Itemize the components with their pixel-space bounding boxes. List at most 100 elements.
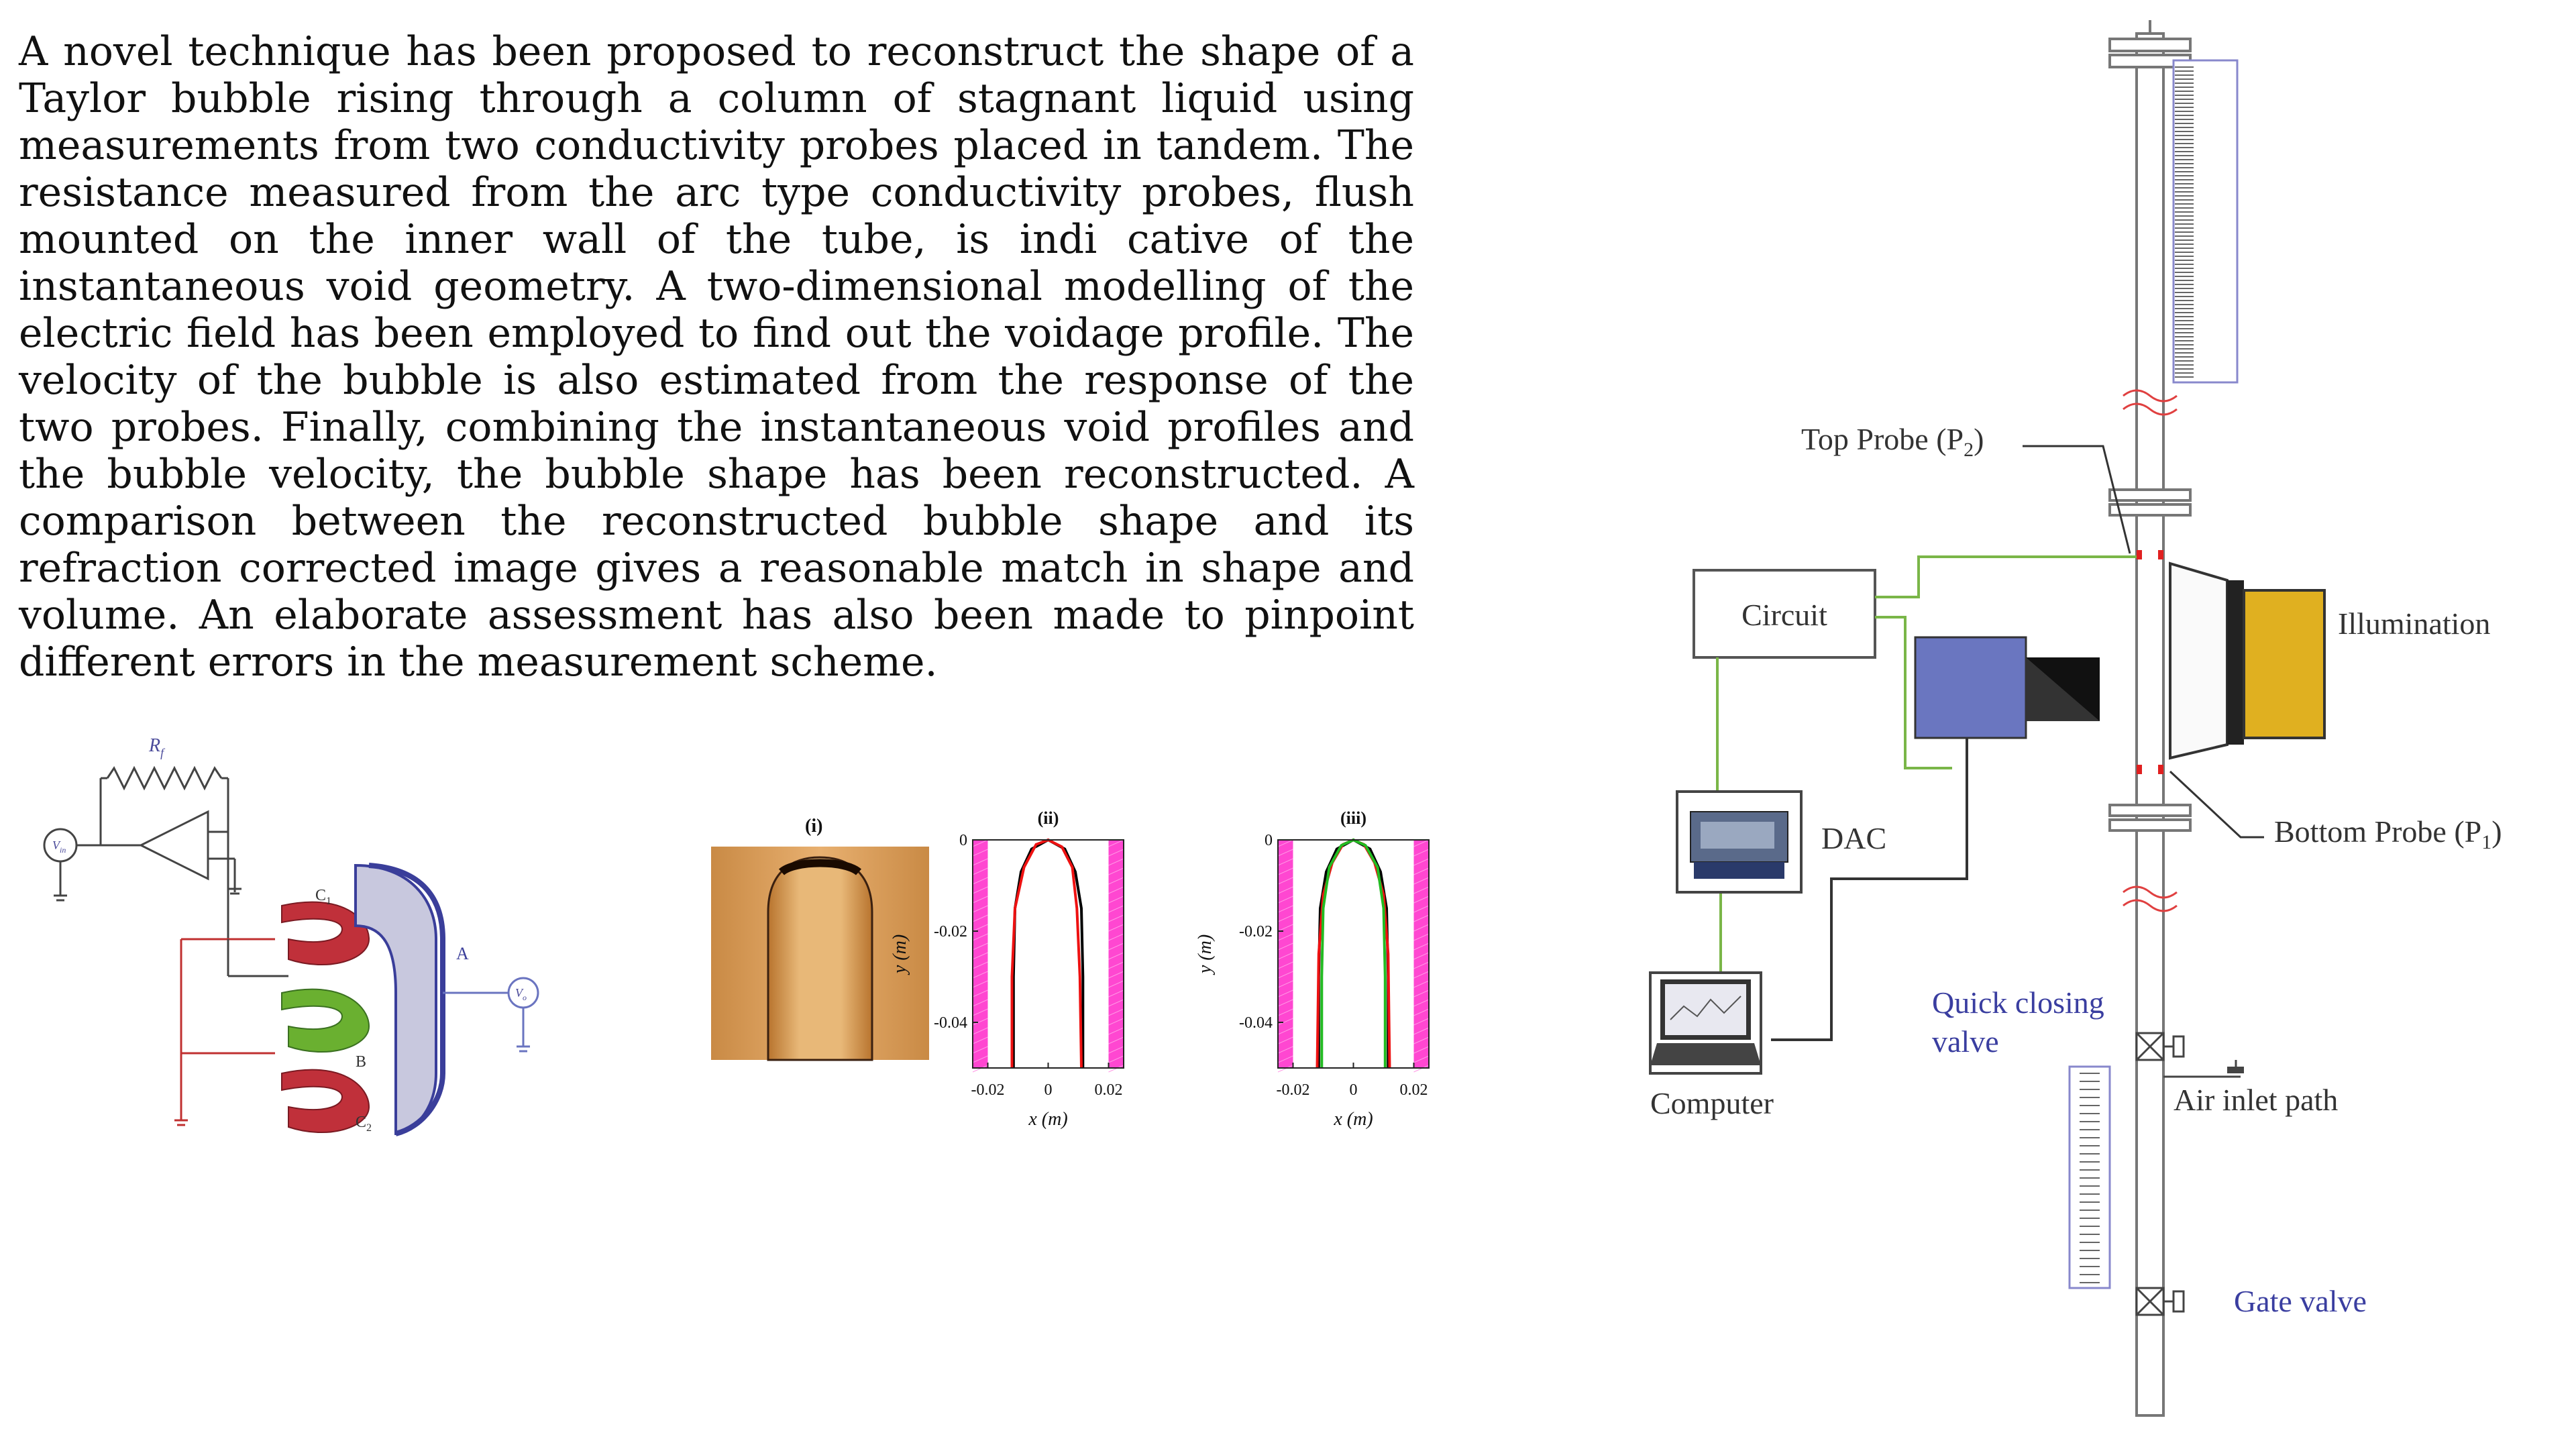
feedback-resistor (106, 765, 223, 791)
wall-hatch (1108, 971, 1124, 979)
wall-hatch (1277, 896, 1293, 904)
x-tick-label: 0.02 (1095, 1081, 1123, 1099)
wall-hatch (1108, 867, 1124, 875)
rf-label: Rf (148, 735, 166, 759)
dac-label: DAC (1821, 821, 1886, 855)
wall-hatch (1413, 896, 1430, 904)
wall-hatch (1277, 858, 1293, 866)
quick-valve-label-line1: Quick closing (1932, 985, 2104, 1020)
wall-hatch (1108, 1008, 1124, 1016)
wall-hatch (1413, 905, 1430, 913)
wall-hatch (972, 858, 988, 866)
wall-hatch (1108, 905, 1124, 913)
wall-hatch (1108, 1046, 1124, 1054)
taylor-bubble-shape (767, 856, 873, 1061)
vo-label: Vo (515, 986, 527, 1002)
wall-hatch (1413, 1055, 1430, 1063)
light-diffuser (2169, 561, 2229, 760)
wall-hatch (972, 924, 988, 932)
wall-hatch (1413, 980, 1430, 988)
wall-hatch (1277, 839, 1293, 847)
wall-hatch (1413, 877, 1430, 885)
illumination-label: Illumination (2338, 606, 2490, 641)
y-tick-label: -0.04 (1239, 1014, 1273, 1032)
wall-hatch (1413, 961, 1430, 969)
wall-hatch (972, 849, 988, 857)
ring-c2 (281, 1069, 370, 1133)
wall-hatch (1277, 1046, 1293, 1054)
wall-hatch (1413, 989, 1430, 998)
x-axis-label: x (m) (1333, 1109, 1373, 1130)
wall-hatch (1413, 924, 1430, 932)
wall-hatch (1277, 999, 1293, 1007)
wall-hatch (1108, 849, 1124, 857)
wall-hatch (1277, 933, 1293, 941)
c1-label: C1 (315, 887, 331, 907)
wall-hatch (1413, 867, 1430, 875)
plot-frame (1277, 839, 1430, 1069)
wall-hatch (1413, 886, 1430, 894)
panel-label-i: (i) (805, 816, 822, 837)
wall-hatch (972, 1036, 988, 1044)
wall-hatch (1108, 877, 1124, 885)
wire-top-probe (1875, 555, 2137, 598)
a-label: A (456, 944, 469, 963)
x-tick-label: 0 (1350, 1081, 1358, 1099)
wall-hatch (972, 943, 988, 951)
wall-hatch (1108, 999, 1124, 1007)
wall-hatch (1277, 1036, 1293, 1044)
experimental-setup-figure: Top Probe (P2) Bottom Probe (P1) Circuit… (1649, 20, 2502, 1417)
wall-hatch (1277, 877, 1293, 885)
wall-hatch (1413, 1008, 1430, 1016)
wall-hatch (1108, 1027, 1124, 1035)
x-tick-label: -0.02 (1277, 1081, 1310, 1099)
wall-hatch (1277, 924, 1293, 932)
computer-label: Computer (1650, 1086, 1774, 1120)
wall-hatch (972, 971, 988, 979)
wall-hatch (972, 989, 988, 998)
y-tick-label: -0.02 (934, 923, 967, 941)
wire-bottom-probe (1875, 616, 1952, 769)
wall-hatch (1277, 989, 1293, 998)
electrode-a (354, 863, 437, 1136)
air-inlet-label: Air inlet path (2174, 1083, 2338, 1117)
wall-hatch (972, 1018, 988, 1026)
wall-hatch (1277, 943, 1293, 951)
test-column (2135, 32, 2165, 1417)
wall-hatch (1108, 924, 1124, 932)
x-tick-label: 0.02 (1400, 1081, 1428, 1099)
wall-hatch (1277, 1027, 1293, 1035)
wall-hatch (972, 896, 988, 904)
circuit-label: Circuit (1741, 598, 1827, 632)
wall-hatch (1277, 905, 1293, 913)
wall-hatch (1413, 1036, 1430, 1044)
y-tick-label: -0.04 (934, 1014, 967, 1032)
y-axis-label: y (m) (1195, 934, 1216, 975)
top-probe-p2 (2137, 550, 2142, 559)
wall-hatch (1108, 961, 1124, 969)
ring-b (281, 988, 370, 1053)
wall-hatch (1277, 914, 1293, 922)
wall-hatch (1277, 980, 1293, 988)
x-tick-label: -0.02 (971, 1081, 1005, 1099)
wall-hatch (1413, 952, 1430, 960)
wall-hatch (1413, 839, 1430, 847)
wall-hatch (1277, 1008, 1293, 1016)
wall-hatch (1413, 849, 1430, 857)
y-axis-label: y (m) (890, 934, 910, 975)
wall-hatch (1413, 858, 1430, 866)
wall-hatch (1108, 943, 1124, 951)
wall-hatch (972, 905, 988, 913)
x-tick-label: 0 (1044, 1081, 1053, 1099)
wall-hatch (1413, 1046, 1430, 1054)
wall-hatch (972, 886, 988, 894)
wall-hatch (1413, 1027, 1430, 1035)
wall-hatch (1413, 933, 1430, 941)
op-amp (138, 810, 209, 881)
wall-hatch (972, 933, 988, 941)
profile-line-3 (1320, 838, 1387, 1068)
probe-circuit-figure: Rf Vin C1 B C2 A Vo (43, 735, 539, 1136)
wall-hatch (1277, 971, 1293, 979)
vin-label: Vin (52, 839, 66, 855)
